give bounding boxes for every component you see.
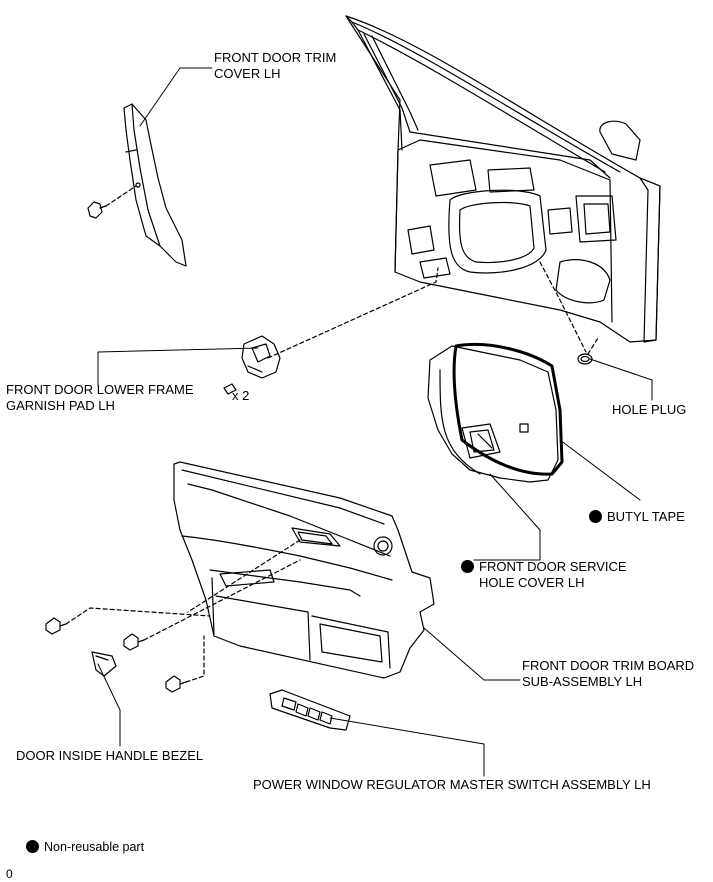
garnish-pad-screw <box>223 383 237 395</box>
hole-plug-dashed <box>587 337 599 355</box>
label-inside-handle-bezel: DOOR INSIDE HANDLE BEZEL <box>16 748 204 763</box>
lower-frame-garnish-pad-part <box>241 335 281 379</box>
trim-cover-clip-dashed <box>105 185 137 207</box>
label-service-hole-cover: FRONT DOOR SERVICE HOLE COVER LH <box>461 559 627 591</box>
legend-non-reusable: Non-reusable part <box>26 839 144 855</box>
trim-clip-dashed-3 <box>185 635 205 683</box>
trim-cover-clip <box>87 201 107 219</box>
garnish-pad-dashed <box>267 267 439 359</box>
label-butyl-tape: BUTYL TAPE <box>589 509 685 525</box>
footer-code: 0 <box>6 867 13 881</box>
front-door-trim-board-part <box>173 461 435 679</box>
non-reusable-marker-icon <box>26 840 39 853</box>
leader-lines <box>97 67 653 777</box>
label-hole-plug: HOLE PLUG <box>612 402 687 417</box>
master-switch-part <box>269 689 351 731</box>
non-reusable-marker-icon <box>589 510 602 523</box>
hole-plug-part <box>577 353 593 365</box>
trim-board-clip-low <box>165 675 187 693</box>
non-reusable-marker-icon <box>461 560 474 573</box>
front-door-panel <box>345 15 661 343</box>
cover-dashed <box>539 261 587 353</box>
label-master-switch: POWER WINDOW REGULATOR MASTER SWITCH ASS… <box>253 777 651 792</box>
butyl-tape-part <box>452 342 564 476</box>
label-trim-board: FRONT DOOR TRIM BOARD SUB-ASSEMBLY LH <box>522 658 695 689</box>
service-hole-cover-part <box>427 345 559 483</box>
label-front-door-trim-cover: FRONT DOOR TRIM COVER LH <box>214 50 337 81</box>
switch-dashed <box>187 539 301 613</box>
trim-clip-dashed-2 <box>143 559 301 641</box>
front-door-trim-cover-part <box>123 103 187 267</box>
trim-board-clip-mid <box>123 633 145 651</box>
trim-clip-dashed-1 <box>65 607 211 625</box>
label-lower-frame-garnish-pad: FRONT DOOR LOWER FRAME GARNISH PAD LH <box>6 382 194 413</box>
door-inside-handle-bezel-part <box>91 651 117 677</box>
trim-board-clip-left <box>45 617 67 635</box>
label-screw-quantity: x 2 <box>232 388 250 403</box>
